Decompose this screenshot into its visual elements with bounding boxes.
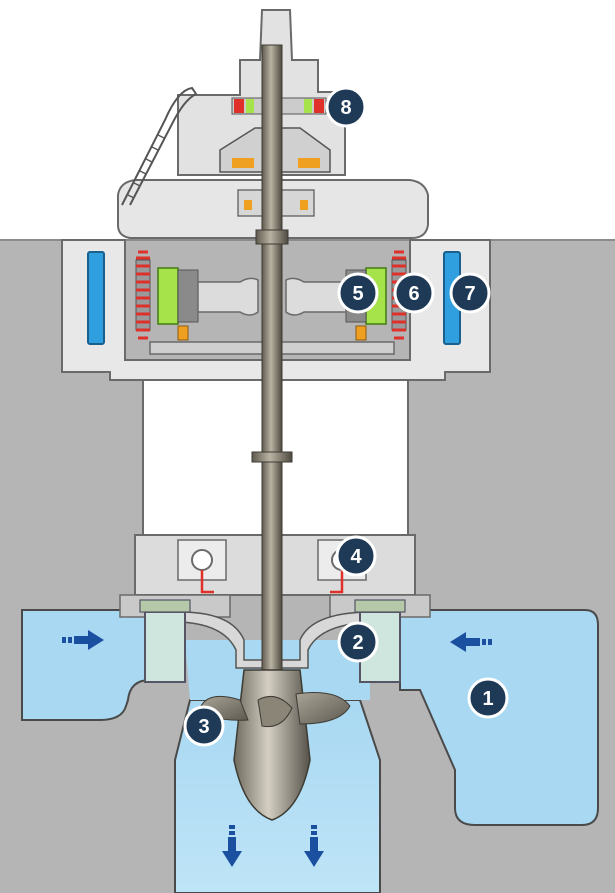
main-shaft [261, 44, 283, 686]
badge-1[interactable]: 1 [467, 677, 509, 719]
gate-ring-right [354, 599, 406, 613]
badge-2-label: 2 [352, 632, 363, 654]
flow-arrows [62, 630, 492, 867]
exciter-coil-green-right [304, 99, 312, 113]
badge-8[interactable]: 8 [325, 86, 367, 128]
wicket-gate-left [144, 611, 186, 683]
badge-5-label: 5 [352, 283, 363, 305]
rotor-rim-left [177, 269, 199, 323]
badge-6-label: 6 [408, 283, 419, 305]
exciter-coil-red-right [314, 99, 324, 113]
intake-water-right [399, 609, 599, 826]
badge-7-label: 7 [464, 283, 475, 305]
thrust-pad-left [232, 158, 254, 168]
badge-2[interactable]: 2 [337, 621, 379, 663]
oil-pipe-right [330, 570, 344, 594]
badges: 1 2 3 4 5 6 7 8 [183, 86, 509, 747]
thrust-pad-right [298, 158, 320, 168]
upper-bearing-pad-left [244, 200, 252, 210]
arrow-inflow-right [450, 632, 492, 652]
badge-3[interactable]: 3 [183, 705, 225, 747]
lower-bolt-left [191, 549, 213, 571]
arrow-outflow-right [304, 825, 324, 867]
badge-1-label: 1 [482, 688, 493, 710]
exciter-coil-red-left [234, 99, 244, 113]
badge-5[interactable]: 5 [337, 272, 379, 314]
badge-8-label: 8 [340, 97, 351, 119]
rotor-pole-left [157, 267, 179, 325]
arrow-inflow-left [62, 630, 104, 650]
cooler-left [87, 251, 105, 345]
brake-left [177, 325, 189, 341]
badge-3-label: 3 [198, 716, 209, 738]
ladder-rungs [127, 134, 165, 199]
stator-coil-left [136, 250, 150, 340]
badge-7[interactable]: 7 [449, 272, 491, 314]
rotor-spider-right [285, 277, 347, 316]
oil-pipe-left [200, 570, 214, 594]
badge-4-label: 4 [350, 546, 362, 568]
runner-blade-right [295, 692, 351, 725]
shaft-collar [255, 229, 289, 245]
brake-right [355, 325, 367, 341]
runner-blade-center [257, 695, 293, 728]
exciter-coil-green-left [246, 99, 254, 113]
shaft-coupling-upper [251, 451, 293, 463]
upper-bearing-pad-right [300, 200, 308, 210]
arrow-outflow-left [222, 825, 242, 867]
badge-6[interactable]: 6 [393, 272, 435, 314]
ladder-rail [121, 86, 198, 206]
badge-4[interactable]: 4 [335, 535, 377, 577]
stator-core-left [135, 259, 151, 331]
rotor-spider-left [197, 277, 259, 316]
gate-ring-left [139, 599, 191, 613]
